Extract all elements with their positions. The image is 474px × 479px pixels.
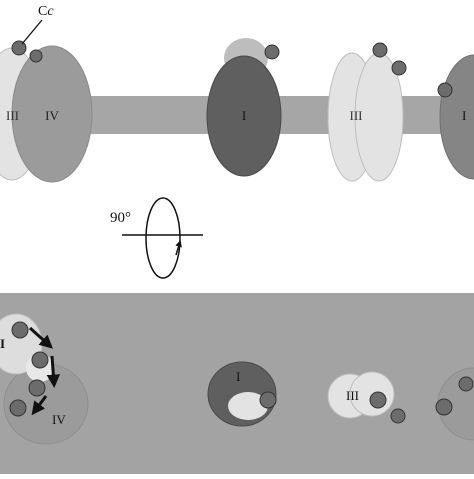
complex-I-inner — [228, 392, 268, 420]
rotation-arrow — [175, 240, 182, 256]
label-III-left: III — [6, 108, 19, 123]
cytochrome-c-sphere — [29, 49, 43, 63]
label-III-bottom-center: III — [346, 388, 359, 403]
cytochrome-c-sphere — [437, 82, 453, 98]
electron-path-arrow — [28, 326, 54, 349]
electron-path-arrow — [46, 355, 61, 389]
label-I-center: I — [242, 108, 246, 123]
complex-IV-left — [11, 45, 93, 183]
top-side-view: III IV Cc I III I — [0, 4, 474, 183]
rotation-symbol: 90° — [110, 197, 203, 279]
cc-pointer-line — [21, 19, 43, 45]
cytochrome-c-sphere — [458, 376, 474, 392]
rotation-label: 90° — [110, 210, 131, 226]
cytochrome-c-sphere — [11, 321, 29, 339]
cytochrome-c-sphere — [372, 42, 388, 58]
cytochrome-c-sphere — [31, 351, 49, 369]
cytochrome-c-sphere — [390, 408, 406, 424]
label-IV-left: IV — [45, 108, 59, 123]
complex-I-center — [206, 55, 282, 177]
label-I-bottom-center: I — [236, 369, 240, 384]
cytochrome-c-sphere — [9, 399, 27, 417]
cytochrome-c-sphere — [11, 40, 27, 56]
label-I-bottom-left: I — [0, 336, 5, 351]
bottom-top-view: I IV I III — [0, 293, 474, 474]
rotation-circle — [145, 197, 181, 279]
cytochrome-c-label: Cc — [38, 4, 54, 19]
electron-path-arrow — [31, 395, 48, 416]
cytochrome-c-sphere — [259, 391, 277, 409]
cytochrome-c-sphere — [264, 44, 280, 60]
cytochrome-c-sphere — [28, 379, 46, 397]
label-III-center: III — [350, 108, 363, 123]
cytochrome-c-sphere — [391, 60, 407, 76]
cytochrome-c-sphere — [435, 398, 453, 416]
label-I-right: I — [462, 108, 466, 123]
complex-I-right — [439, 54, 474, 180]
cytochrome-c-sphere — [369, 391, 387, 409]
label-IV-bottom: IV — [52, 412, 66, 427]
